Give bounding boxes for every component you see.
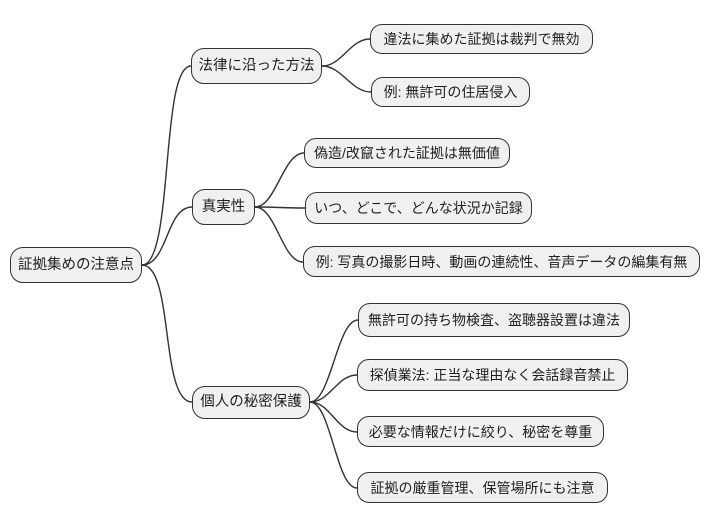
branch-node-personal-privacy-protection: 個人の秘密保護 [192, 386, 310, 419]
edge-privacy-to-limit-info [309, 401, 358, 433]
leaf-node-strict-evidence-management-storage: 証拠の厳重管理、保管場所にも注意 [357, 472, 608, 503]
branch-node-authenticity: 真実性 [192, 189, 255, 225]
edge-authenticity-to-record [254, 206, 306, 209]
edge-privacy-to-detective-law [309, 374, 358, 403]
edge-legal-to-invalid-evidence [321, 38, 371, 67]
edge-root-to-privacy [141, 264, 193, 403]
leaf-node-limit-to-necessary-info-respect-secrets: 必要な情報だけに絞り、秘密を尊重 [357, 416, 604, 447]
edge-legal-to-trespass-example [321, 65, 372, 93]
branch-node-legal-method: 法律に沿った方法 [191, 48, 322, 84]
edge-privacy-to-storage [309, 401, 358, 489]
edge-privacy-to-search [309, 319, 359, 403]
leaf-node-unauthorized-search-wiretap-illegal: 無許可の持ち物検査、盗聴器設置は違法 [358, 303, 630, 337]
leaf-node-example-unauthorized-trespassing: 例: 無許可の住居侵入 [371, 77, 530, 107]
root-node-evidence-gathering-cautions: 証拠集めの注意点 [10, 247, 142, 283]
edge-authenticity-to-example [254, 206, 304, 263]
leaf-node-illegal-evidence-invalid-in-court: 違法に集めた証拠は裁判で無効 [370, 24, 593, 54]
edge-root-to-legal-method [141, 65, 192, 266]
leaf-node-example-photo-date-video-continuity-audio-editing: 例: 写真の撮影日時、動画の連続性、音声データの編集有無 [303, 246, 700, 277]
leaf-node-record-when-where-situation: いつ、どこで、どんな状況か記録 [305, 192, 532, 224]
edge-root-to-authenticity [141, 206, 193, 266]
edge-authenticity-to-forged [254, 152, 305, 208]
leaf-node-detective-law-recording-ban: 探偵業法: 正当な理由なく会話録音禁止 [357, 359, 628, 391]
leaf-node-forged-evidence-worthless: 偽造/改竄された証拠は無価値 [304, 138, 510, 168]
